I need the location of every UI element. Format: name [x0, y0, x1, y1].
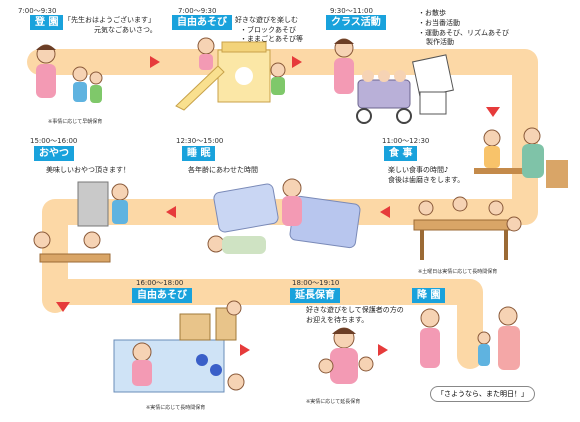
desc-arrival-line1: 「先生おはようございます」: [64, 16, 155, 24]
departure-illustration: [420, 306, 520, 370]
desc-freeplay-am-line1: 好きな遊びを楽しむ: [235, 16, 298, 24]
desc-class-line3: ・運動あそび、リズムあそび: [418, 29, 509, 37]
desc-freeplay-am-line3: ・ままごとあそび等: [240, 35, 303, 43]
desc-freeplay-am-line2: ・ブロックあそび: [240, 26, 296, 34]
time-extended: 18:00～19:10: [292, 279, 340, 287]
arrow-right-3: [240, 344, 250, 356]
label-arrival: 登 園: [30, 15, 64, 30]
arrow-down-2: [56, 302, 70, 312]
desc-snack-line1: 美味しいおやつ頂きます！: [46, 166, 130, 174]
desc-class-line2: ・お当番活動: [418, 19, 460, 27]
desc-extended-line1: 好きな遊びをして保護者の方の: [306, 306, 404, 314]
time-lunch: 11:00～12:30: [382, 137, 430, 145]
lunch-table-illustration: [413, 196, 522, 260]
desc-lunch-line1: 楽しい食事の時間♪: [388, 166, 449, 174]
label-class: クラス活動: [326, 15, 386, 30]
arrow-right-2: [292, 56, 302, 68]
lunch-illustration: [474, 127, 568, 188]
freeplay-blocks-illustration: [113, 300, 245, 393]
time-freeplay-pm: 16:00～18:00: [136, 279, 184, 287]
arrow-left-1: [380, 206, 390, 218]
snack-illustration: [33, 181, 129, 263]
note-lunch: ※土曜日は実情に応じて長時間保育: [418, 269, 498, 275]
label-departure: 降 園: [412, 288, 446, 303]
time-arrival: 7:00～9:30: [18, 7, 57, 15]
nap-illustration: [207, 178, 361, 254]
desc-departure-bubble: 「さようなら、また明日！」: [430, 386, 535, 402]
desc-lunch-line2: 食後は歯磨きをします。: [388, 176, 465, 184]
label-lunch: 食 事: [384, 146, 418, 161]
arrival-illustration: [36, 44, 103, 103]
label-freeplay-am: 自由あそび: [172, 15, 232, 30]
desc-arrival-line2: 元気なごあいさつ。: [94, 26, 157, 34]
arrow-right-4: [378, 344, 388, 356]
label-extended: 延長保育: [290, 288, 340, 303]
time-class: 9:30～11:00: [330, 7, 373, 15]
note-extended: ※実情に応じて延長保育: [306, 399, 361, 405]
arrow-down-1: [486, 107, 500, 117]
time-nap: 12:30～15:00: [176, 137, 224, 145]
label-snack: おやつ: [34, 146, 74, 161]
time-freeplay-am: 7:00～9:30: [178, 7, 217, 15]
time-snack: 15:00～16:00: [30, 137, 78, 145]
label-freeplay-pm: 自由あそび: [132, 288, 192, 303]
desc-class-line4: 製作活動: [426, 38, 454, 46]
note-arrival: ※事情に応じて早朝保育: [48, 119, 103, 125]
extended-care-illustration: [318, 327, 374, 384]
desc-class-line1: ・お散歩: [418, 9, 446, 17]
class-stroller-illustration: [334, 38, 454, 124]
arrow-left-2: [166, 206, 176, 218]
freeplay-slide-illustration: [175, 37, 286, 111]
note-freeplay-pm: ※実情に応じて長時間保育: [146, 405, 206, 411]
arrow-right-1: [150, 56, 160, 68]
desc-extended-line2: お迎えを待ちます。: [306, 316, 369, 324]
label-nap: 睡 眠: [182, 146, 216, 161]
desc-nap-line1: 各年齢にあわせた時間: [188, 166, 258, 174]
